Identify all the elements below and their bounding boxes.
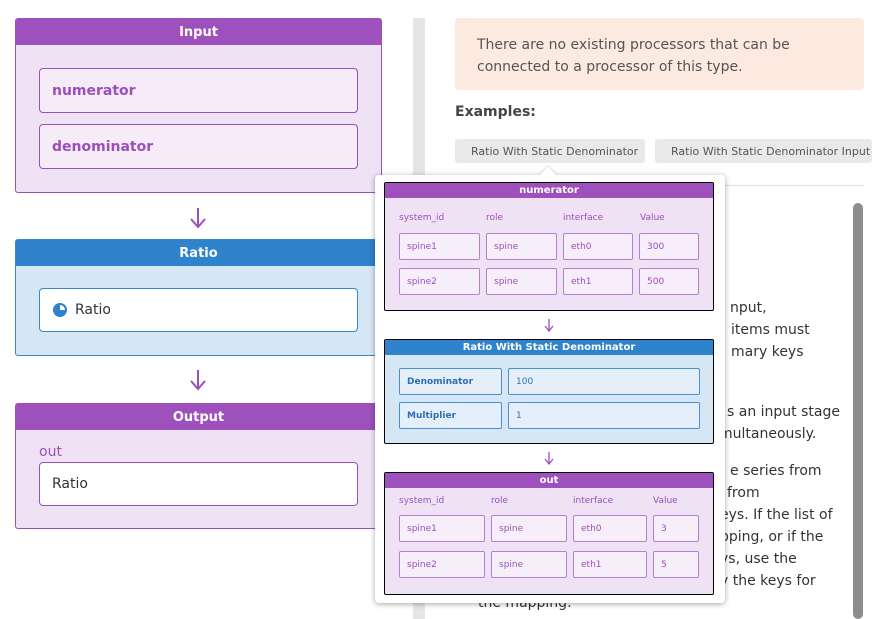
table-cell: spine <box>486 268 557 295</box>
arrow-down-icon <box>190 370 206 391</box>
arrow-down-icon <box>544 319 554 332</box>
ratio-processor-label: Ratio <box>75 302 111 318</box>
param-label: Multiplier <box>399 402 502 429</box>
example-chip-static-denominator[interactable]: Ratio With Static Denominator <box>455 139 645 163</box>
pie-chart-icon <box>53 303 67 317</box>
arrow-down-icon <box>544 452 554 465</box>
description-text: mary keys <box>731 344 804 360</box>
description-text: from <box>727 485 760 501</box>
notice-line: connected to a processor of this type. <box>477 59 743 75</box>
table-cell: 300 <box>639 233 699 260</box>
preview-processor-title: Ratio With Static Denominator <box>385 340 713 355</box>
scrollbar[interactable] <box>853 203 863 619</box>
description-text: y the keys for <box>720 573 816 589</box>
output-stage[interactable]: Output out Ratio <box>15 403 382 529</box>
notice-line: There are no existing processors that ca… <box>477 37 790 53</box>
arrow-down-icon <box>190 208 206 229</box>
examples-heading: Examples: <box>455 104 536 120</box>
output-stage-title: Output <box>16 404 381 430</box>
table-cell: spine1 <box>399 515 485 542</box>
example-chip-static-denominator-input[interactable]: Ratio With Static Denominator Input <box>655 139 872 163</box>
table-cell: spine2 <box>399 551 485 578</box>
out-label: out <box>39 444 62 460</box>
numerator-field[interactable]: numerator <box>39 68 358 113</box>
description-text: e series from <box>730 463 822 479</box>
description-text: eys. If the list of <box>720 507 833 523</box>
description-text: multaneously. <box>719 426 817 442</box>
column-header: interface <box>573 496 614 506</box>
column-header: interface <box>563 213 604 223</box>
table-cell: eth0 <box>573 515 647 542</box>
column-header: role <box>491 496 509 506</box>
ratio-stage-title: Ratio <box>16 240 381 266</box>
chip-label: Ratio With Static Denominator Input <box>671 144 871 158</box>
param-value: 1 <box>508 402 700 429</box>
column-header: system_id <box>399 496 445 506</box>
preview-out-title: out <box>385 473 713 488</box>
ratio-stage[interactable]: Ratio Ratio <box>15 239 382 356</box>
param-label: Denominator <box>399 368 502 395</box>
param-value: 100 <box>508 368 700 395</box>
table-cell: 3 <box>653 515 699 542</box>
description-text: ys, use the <box>720 551 797 567</box>
out-field[interactable]: Ratio <box>39 462 358 506</box>
table-cell: eth1 <box>573 551 647 578</box>
column-header: Value <box>640 213 665 223</box>
table-cell: spine <box>486 233 557 260</box>
input-stage[interactable]: Input numerator denominator <box>15 18 382 193</box>
table-cell: spine <box>491 515 567 542</box>
ratio-processor[interactable]: Ratio <box>39 288 358 332</box>
column-header: role <box>486 213 504 223</box>
table-cell: spine2 <box>399 268 480 295</box>
chip-label: Ratio With Static Denominator <box>471 144 639 158</box>
description-text: pping, or if the <box>720 529 824 545</box>
no-processors-notice: There are no existing processors that ca… <box>455 18 864 90</box>
table-cell: 5 <box>653 551 699 578</box>
table-cell: eth0 <box>563 233 633 260</box>
description-text: nput, <box>730 300 767 316</box>
description-text: s an input stage <box>727 404 840 420</box>
description-text: items must <box>731 322 810 338</box>
table-cell: spine1 <box>399 233 480 260</box>
table-cell: 500 <box>639 268 699 295</box>
table-cell: eth1 <box>563 268 633 295</box>
denominator-field[interactable]: denominator <box>39 124 358 169</box>
table-cell: spine <box>491 551 567 578</box>
preview-numerator-title: numerator <box>385 183 713 198</box>
input-stage-title: Input <box>16 19 381 45</box>
column-header: system_id <box>399 213 445 223</box>
column-header: Value <box>653 496 678 506</box>
